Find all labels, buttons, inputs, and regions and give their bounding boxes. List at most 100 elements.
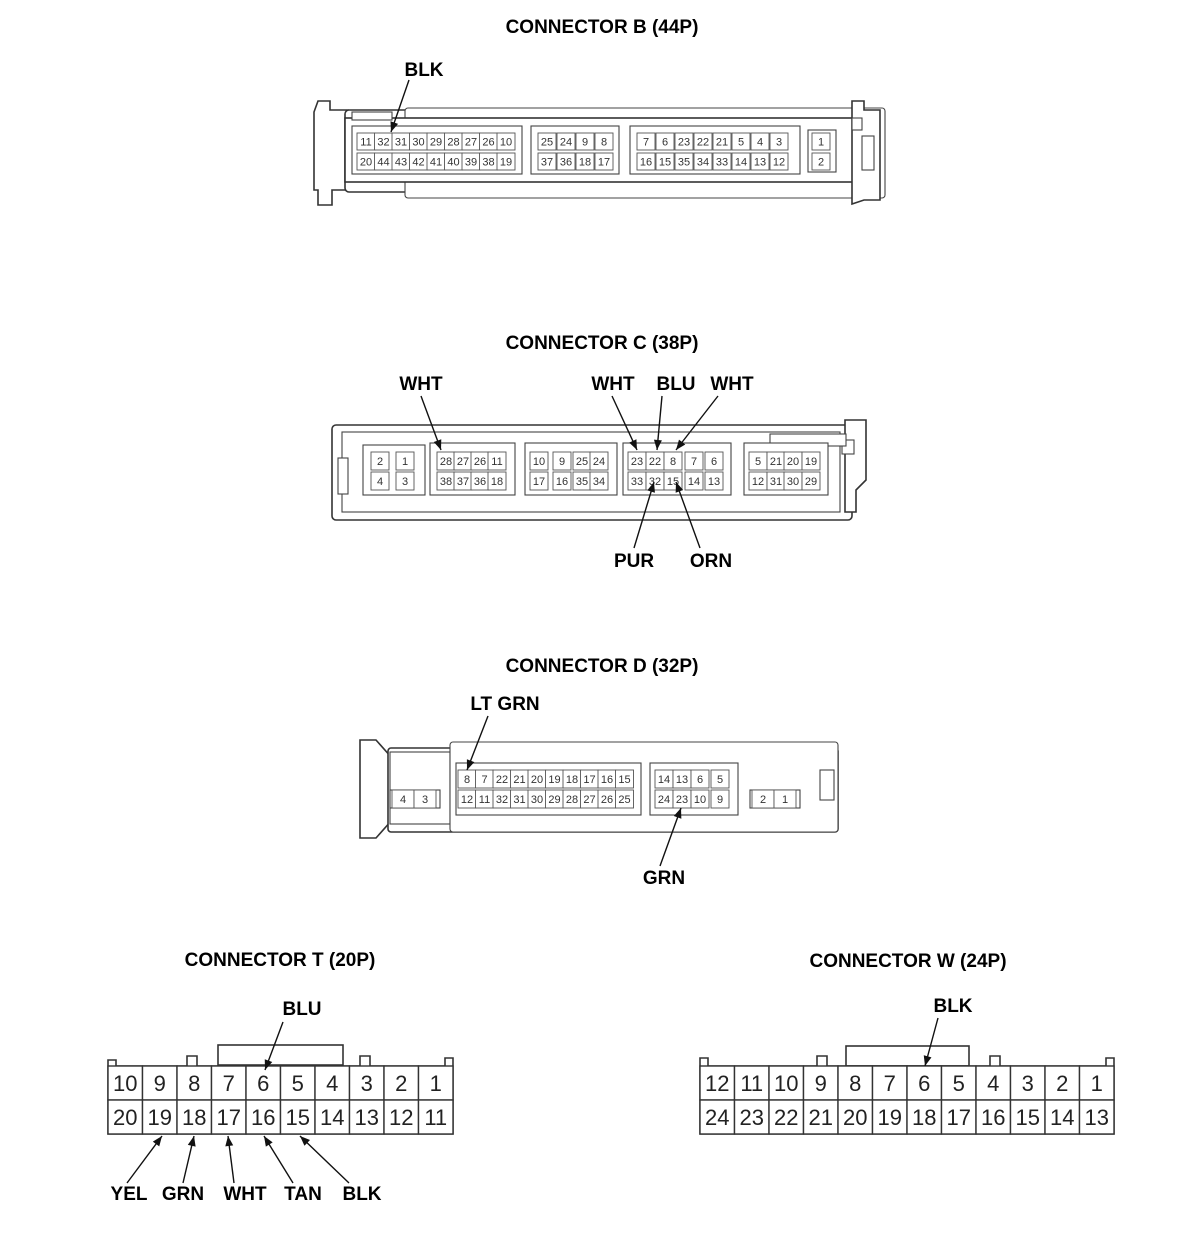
pin-d-5: 5	[717, 774, 723, 786]
pin-t-6: 6	[257, 1071, 269, 1096]
pin-d-26: 26	[601, 794, 613, 806]
pin-t-18-cell	[176, 1099, 213, 1135]
pin-c-28: 28	[440, 456, 452, 468]
pin-b-18: 18	[579, 157, 591, 169]
pin-b-42: 42	[412, 157, 424, 169]
pin-b-33-cell	[712, 152, 732, 171]
pin-t-9: 9	[154, 1071, 166, 1096]
pin-b-36-cell	[556, 152, 576, 171]
pin-t-13-cell	[348, 1099, 385, 1135]
pin-w-1-cell	[1078, 1065, 1115, 1101]
pin-b-24: 24	[560, 137, 572, 149]
arrowhead-1	[433, 439, 442, 450]
pin-c-3-cell	[395, 471, 415, 491]
pin-d-20: 20	[531, 774, 543, 786]
pin-d-28: 28	[566, 794, 578, 806]
pin-b-12: 12	[773, 157, 785, 169]
pin-b-8-cell	[594, 132, 614, 151]
pin-b-17: 17	[598, 157, 610, 169]
arrowhead-14	[300, 1136, 310, 1146]
arrowhead-6	[675, 482, 684, 493]
pin-w-13-cell	[1078, 1099, 1115, 1135]
pin-b-18-cell	[575, 152, 595, 171]
pin-b-21: 21	[716, 137, 728, 149]
pin-b-25-cell	[537, 132, 557, 151]
pin-d-6: 6	[697, 774, 703, 786]
pin-t-20: 20	[113, 1105, 137, 1130]
pin-b-37-cell	[537, 152, 557, 171]
pin-c-18: 18	[491, 476, 503, 488]
pin-c-17: 17	[533, 476, 545, 488]
pin-b-2-cell	[811, 152, 831, 171]
pin-w-19: 19	[878, 1105, 902, 1130]
pin-b-1-cell	[811, 132, 831, 151]
pin-d-12: 12	[461, 794, 473, 806]
pin-w-22: 22	[774, 1105, 798, 1130]
pin-w-18-cell	[906, 1099, 943, 1135]
pin-w-20: 20	[843, 1105, 867, 1130]
pin-d-16: 16	[601, 774, 613, 786]
pin-b-14: 14	[735, 157, 747, 169]
pin-b-7-cell	[636, 132, 656, 151]
arrowhead-8	[673, 808, 682, 819]
pin-d-10-cell	[690, 789, 710, 809]
pin-b-19: 19	[500, 157, 512, 169]
pin-b-5: 5	[738, 137, 744, 149]
pin-w-14: 14	[1050, 1105, 1074, 1130]
arrowhead-0	[390, 121, 399, 132]
arrowhead-11	[187, 1136, 196, 1147]
pin-c-8: 8	[670, 456, 676, 468]
pin-c-23: 23	[631, 456, 643, 468]
pin-w-3: 3	[1022, 1071, 1034, 1096]
pin-b-13: 13	[754, 157, 766, 169]
pin-b-39: 39	[465, 157, 477, 169]
pin-w-4-cell	[975, 1065, 1012, 1101]
pin-b-35-cell	[674, 152, 694, 171]
pin-w-19-cell	[871, 1099, 908, 1135]
pin-w-23: 23	[740, 1105, 764, 1130]
pin-b-3: 3	[776, 137, 782, 149]
pin-c-3: 3	[402, 476, 408, 488]
connector-w-title: CONNECTOR W (24P)	[809, 951, 1006, 972]
pin-b-14-cell	[731, 152, 751, 171]
pin-b-44: 44	[377, 157, 389, 169]
pin-w-2: 2	[1056, 1071, 1068, 1096]
arrowhead-7	[466, 759, 475, 770]
pin-d-side-4: 4	[400, 794, 406, 806]
pin-c-2: 2	[377, 456, 383, 468]
wire-label-d-lt-grn: LT GRN	[470, 694, 539, 715]
pin-t-12: 12	[389, 1105, 413, 1130]
pin-b-2: 2	[818, 157, 824, 169]
pin-c-1: 1	[402, 456, 408, 468]
pin-d-side-2: 2	[760, 794, 766, 806]
pin-b-23: 23	[678, 137, 690, 149]
pin-t-1-cell	[417, 1065, 454, 1101]
pin-t-19-cell	[141, 1099, 178, 1135]
pin-w-18: 18	[912, 1105, 936, 1130]
pin-d-9-cell	[710, 789, 730, 809]
pin-c-29: 29	[805, 476, 817, 488]
pin-t-16-cell	[245, 1099, 282, 1135]
pin-c-33: 33	[631, 476, 643, 488]
pin-b-6-cell	[655, 132, 675, 151]
pin-b-9-cell	[575, 132, 595, 151]
pin-w-21: 21	[809, 1105, 833, 1130]
pin-b-1: 1	[818, 137, 824, 149]
pin-w-15-cell	[1009, 1099, 1046, 1135]
pin-c-4: 4	[377, 476, 383, 488]
pin-b-4-cell	[750, 132, 770, 151]
leader-lines	[126, 79, 939, 1184]
pin-d-side-3-cell	[413, 789, 437, 809]
arrowhead-5	[647, 482, 655, 493]
pin-b-4: 4	[757, 137, 763, 149]
pin-c-31: 31	[770, 476, 782, 488]
wire-label-c-pur: PUR	[614, 551, 654, 572]
pin-b-7: 7	[643, 137, 649, 149]
pin-c-16: 16	[556, 476, 568, 488]
